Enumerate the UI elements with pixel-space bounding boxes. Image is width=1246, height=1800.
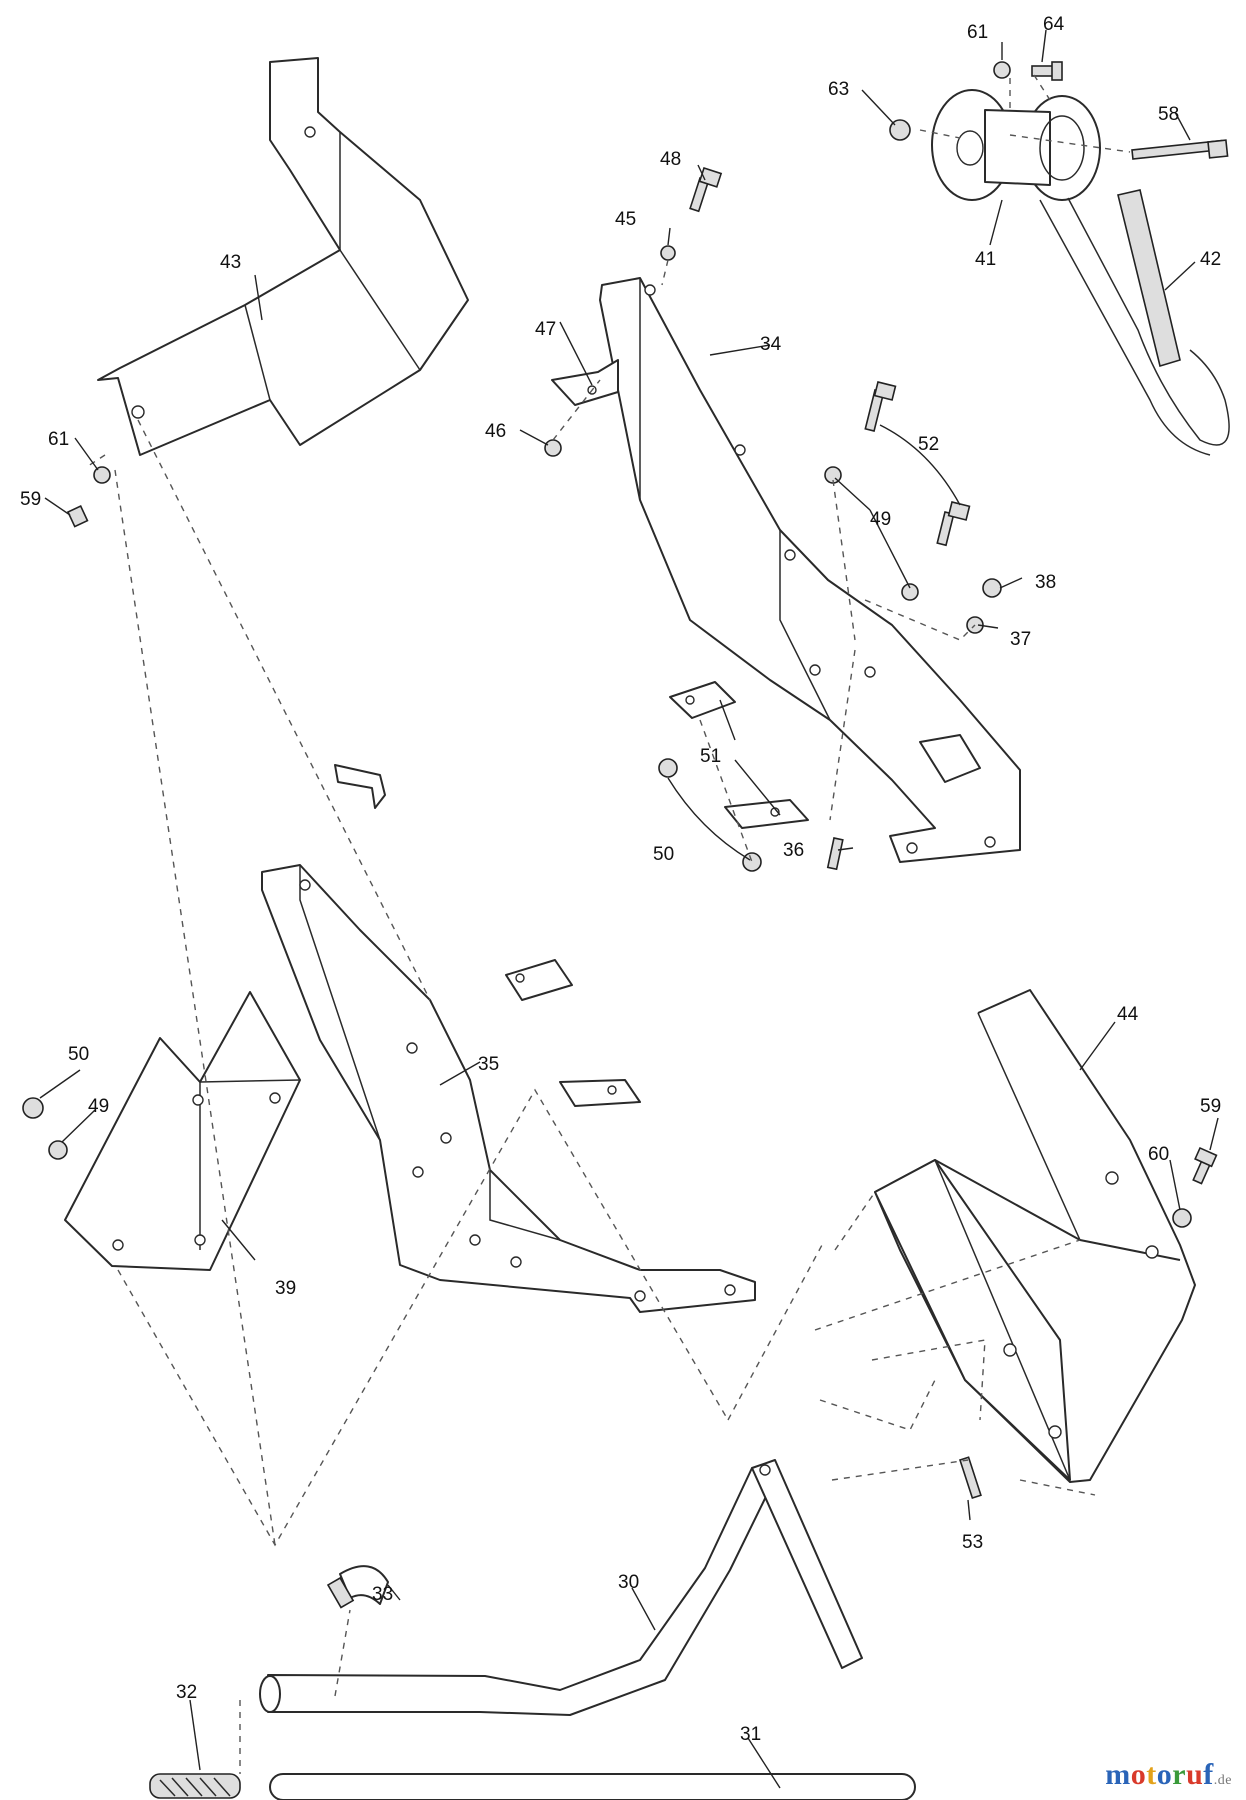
label-32: 32 [176,1682,197,1703]
label-50-left: 50 [68,1044,89,1065]
label-35: 35 [478,1054,499,1075]
part-33-clamp [326,1565,389,1609]
part-51-plates [669,681,809,829]
part-41-pulley [931,89,1101,201]
label-49-arm: 49 [870,509,891,530]
label-61-top: 61 [967,22,988,43]
label-43: 43 [220,252,241,273]
label-59-left: 59 [20,489,41,510]
arm-hardware-right [824,381,1002,634]
label-47: 47 [535,319,556,340]
callout-labels: 43 47 34 46 45 48 61 64 63 58 41 42 52 4… [20,14,1221,1745]
label-46: 46 [485,421,506,442]
part-35-frame-arm [261,864,756,1313]
logo-tld: .de [1213,1773,1232,1788]
part-39-channel [64,991,301,1271]
label-41: 41 [975,249,996,270]
motoruf-logo: motoruf.de [1105,1758,1232,1792]
label-59-right: 59 [1200,1096,1221,1117]
leader-lines [39,29,1219,1789]
label-44: 44 [1117,1004,1139,1025]
label-58: 58 [1158,104,1179,125]
logo-letter: t [1146,1758,1157,1791]
label-52: 52 [918,434,939,455]
part-34-frame-arm [599,277,1021,863]
logo-letter: r [1172,1758,1187,1791]
logo-letter: m [1105,1758,1131,1791]
label-39: 39 [275,1278,296,1299]
part-32-grip [149,1773,241,1799]
logo-letter: f [1203,1758,1214,1791]
label-50-arm: 50 [653,844,674,865]
label-45: 45 [615,209,636,230]
label-33: 33 [372,1584,393,1605]
part-42-belt [1039,189,1230,456]
part-43-belt-guard [97,57,469,456]
part-31-tube [269,1773,916,1800]
label-31: 31 [740,1724,761,1745]
label-37: 37 [1010,629,1031,650]
label-64: 64 [1043,14,1065,35]
part-47-bracket [551,359,619,406]
logo-letter: o [1156,1758,1173,1791]
left-hardware [22,1097,68,1160]
part-30-handle [259,1459,863,1716]
label-61-left: 61 [48,429,69,450]
logo-letter: u [1186,1758,1204,1791]
label-38: 38 [1035,572,1056,593]
right-hardware [958,1146,1218,1500]
floating-bracket [334,764,386,809]
label-34: 34 [760,334,782,355]
upper-left-hardware [66,466,111,528]
label-42: 42 [1200,249,1221,270]
label-51: 51 [700,746,721,767]
loose-plates [505,959,641,1107]
label-48: 48 [660,149,681,170]
arm-hardware-top [544,166,723,457]
label-53: 53 [962,1532,983,1553]
label-60: 60 [1148,1144,1169,1165]
label-36: 36 [783,840,804,861]
label-49-left: 49 [88,1096,109,1117]
logo-letter: o [1130,1758,1147,1791]
label-30: 30 [618,1572,639,1593]
part-44-housing [874,989,1196,1483]
part-58-bolt [1131,139,1229,160]
assembly-lines [84,74,1131,1774]
label-63: 63 [828,79,849,100]
arm-hardware-bottom [658,758,844,872]
